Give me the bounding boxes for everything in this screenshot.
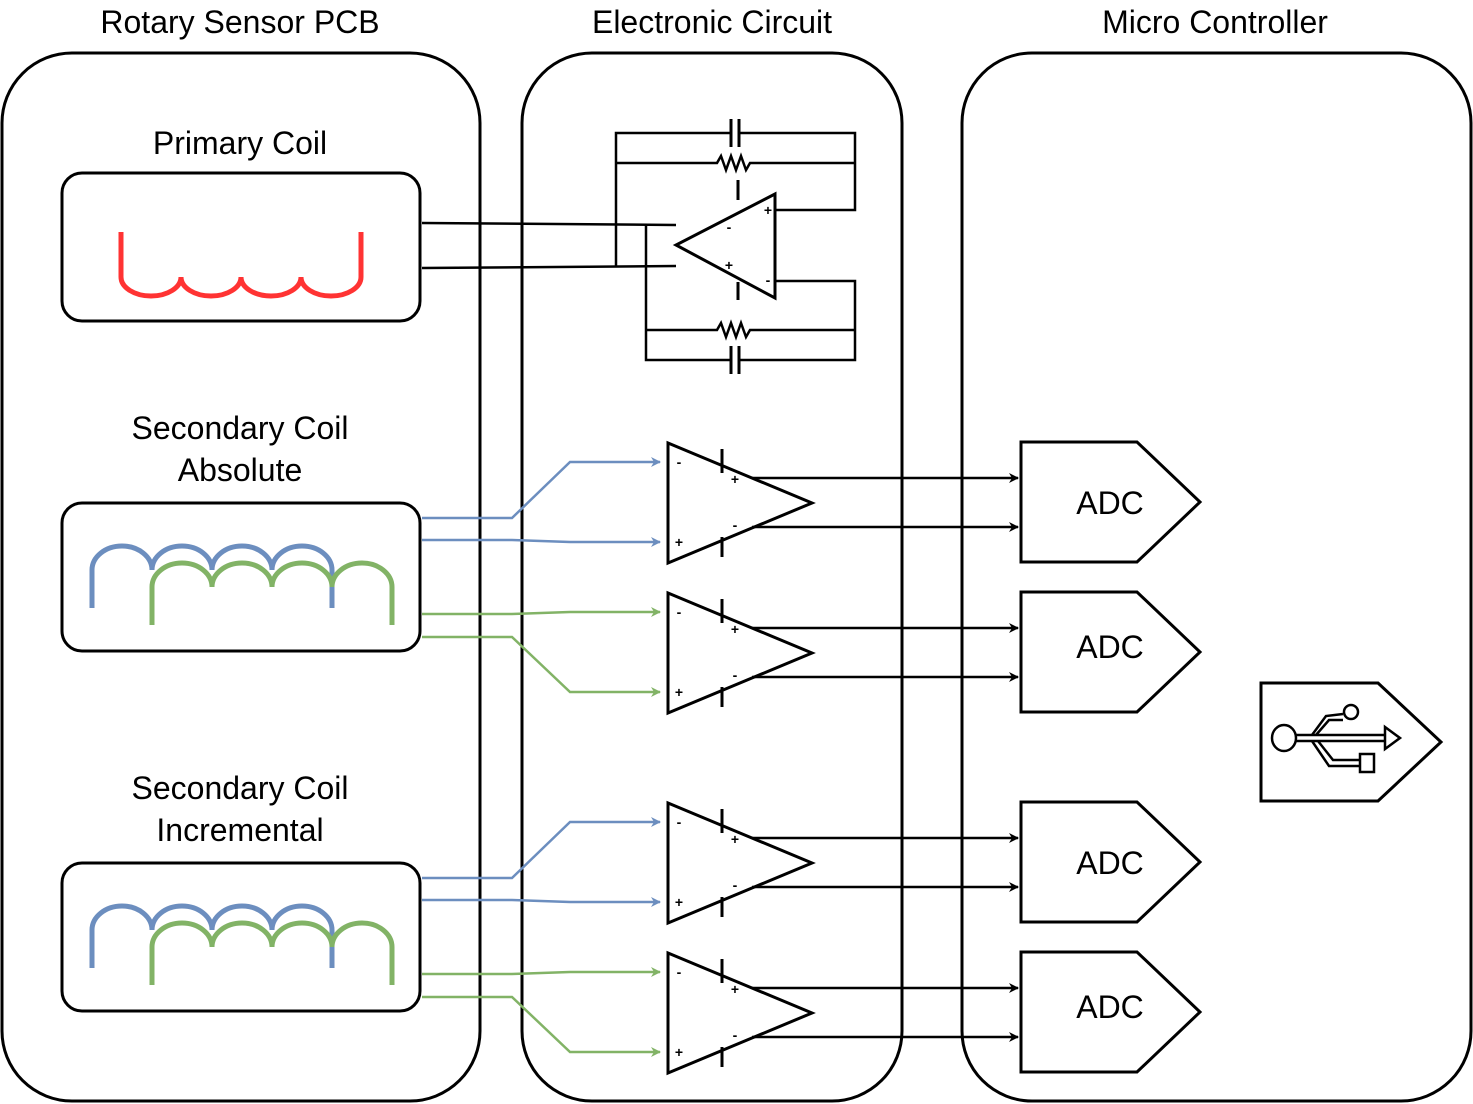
cosine-coil-icon (149, 560, 395, 625)
inc-sine-wire-1 (422, 817, 661, 880)
opamp-pin-input-minus: - (677, 604, 682, 620)
driver-pin-minus: - (727, 219, 732, 235)
adc-blocks: ADC ADC ADC ADC (1019, 440, 1203, 1074)
secondary-absolute-label-line1: Secondary Coil (132, 410, 349, 446)
secondary-incremental-box (60, 861, 422, 1013)
receiver-opamp: - + + - (666, 950, 1019, 1076)
adc-block: ADC (1019, 800, 1203, 924)
secondary-incremental-label-line2: Incremental (156, 812, 323, 848)
secondary-incremental-label-line1: Secondary Coil (132, 770, 349, 806)
receiver-amplifiers: - + + - - + + - - + + - - + + - (666, 440, 1019, 1076)
opamp-pin-input-minus: - (677, 814, 682, 830)
opamp-pin-output-minus: - (733, 1027, 738, 1043)
adc-shape (1019, 950, 1203, 1074)
adc-block: ADC (1019, 440, 1203, 564)
adc-label: ADC (1076, 629, 1144, 665)
top-feedback-loop (614, 131, 857, 266)
secondary-coil-incremental-block: Secondary Coil Incremental (60, 770, 422, 1013)
opamp-pin-output-minus: - (733, 877, 738, 893)
sensor-pcb-title: Rotary Sensor PCB (100, 4, 379, 40)
group-electronic-circuit: Electronic Circuit (520, 4, 904, 1103)
micro-controller-title: Micro Controller (1102, 4, 1328, 40)
inc-sine-wire-2 (422, 897, 661, 907)
abs-sine-wire-2 (422, 537, 661, 547)
bottom-capacitor-icon (729, 346, 741, 374)
opamp-pin-input-minus: - (677, 454, 682, 470)
opamp-pin-input-plus: + (675, 534, 683, 550)
adc-shape (1019, 590, 1203, 714)
driver-pin-plus: + (725, 257, 733, 273)
sine-coil-icon (89, 543, 335, 608)
abs-cosine-wire-2 (422, 635, 661, 697)
secondary-absolute-box (60, 501, 422, 653)
opamp-icon (666, 950, 816, 1076)
secondary-coil-absolute-block: Secondary Coil Absolute (60, 410, 422, 653)
driver-out-plus: + (764, 202, 772, 218)
receiver-opamp: - + + - (666, 440, 1019, 566)
group-rotary-sensor-pcb: Rotary Sensor PCB (0, 4, 482, 1103)
sine-coil-icon (89, 903, 335, 968)
incremental-signal-wires (422, 817, 661, 1057)
bottom-feedback-loop (644, 225, 857, 362)
adc-block: ADC (1019, 950, 1203, 1074)
usb-interface-block (1259, 681, 1444, 803)
opamp-pin-output-minus: - (733, 667, 738, 683)
primary-coil-label: Primary Coil (153, 125, 327, 161)
electronic-circuit-title: Electronic Circuit (592, 4, 832, 40)
adc-label: ADC (1076, 989, 1144, 1025)
usb-icon (1270, 703, 1403, 774)
opamp-pin-input-minus: - (677, 964, 682, 980)
opamp-pin-input-plus: + (675, 684, 683, 700)
driver-out-minus: - (766, 272, 771, 288)
electronic-circuit-container (520, 51, 904, 1103)
wire-primary-b (421, 264, 677, 270)
top-capacitor-icon (729, 119, 741, 147)
primary-coil-block: Primary Coil (60, 125, 422, 323)
receiver-opamp: - + + - (666, 800, 1019, 926)
micro-controller-container (960, 51, 1473, 1103)
absolute-signal-wires (422, 457, 661, 697)
primary-coil-icon (118, 232, 364, 299)
bottom-resistor-icon (646, 319, 855, 341)
opamp-pin-output-plus: + (731, 471, 739, 487)
opamp-icon (666, 590, 816, 716)
primary-coil-box (60, 171, 422, 323)
opamp-pin-output-plus: + (731, 831, 739, 847)
adc-block: ADC (1019, 590, 1203, 714)
cosine-coil-icon (149, 920, 395, 985)
adc-label: ADC (1076, 485, 1144, 521)
opamp-pin-input-plus: + (675, 894, 683, 910)
opamp-pin-input-plus: + (675, 1044, 683, 1060)
opamp-icon (666, 800, 816, 926)
opamp-pin-output-minus: - (733, 517, 738, 533)
sensor-pcb-container (0, 51, 482, 1103)
top-resistor-icon (616, 152, 855, 174)
group-micro-controller: Micro Controller (960, 4, 1473, 1103)
secondary-absolute-label-line2: Absolute (178, 452, 303, 488)
opamp-pin-output-plus: + (731, 621, 739, 637)
adc-shape (1019, 440, 1203, 564)
receiver-opamp: - + + - (666, 590, 1019, 716)
opamp-icon (666, 440, 816, 566)
primary-driver-circuit: - + + - (421, 119, 857, 374)
inc-cosine-wire-2 (422, 995, 661, 1057)
adc-label: ADC (1076, 845, 1144, 881)
driver-opamp-icon (672, 191, 777, 301)
abs-cosine-wire-1 (422, 607, 661, 617)
inc-cosine-wire-1 (422, 967, 661, 977)
adc-shape (1019, 800, 1203, 924)
abs-sine-wire-1 (422, 457, 661, 520)
opamp-pin-output-plus: + (731, 981, 739, 997)
wire-primary-a (421, 221, 677, 227)
